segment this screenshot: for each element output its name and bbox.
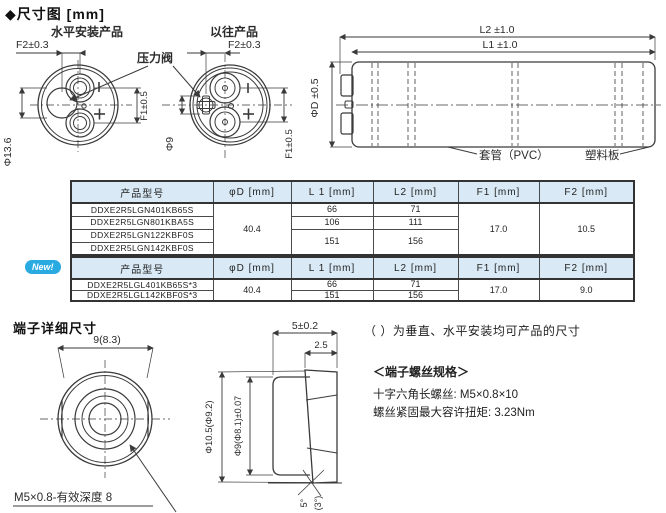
l1-cell: 151 xyxy=(290,228,374,256)
l2-cell: 156 xyxy=(372,228,459,256)
horizontal-product-label: 水平安装产品 xyxy=(51,24,123,39)
horizontal-product-view: F2±0.3 Φ13.6 F1±0.5 xyxy=(2,39,150,166)
dim-boss-dia: Φ9(Φ8.1)±0.07 xyxy=(233,396,243,456)
pressure-valve-2 xyxy=(196,95,216,115)
col-d: φD [mm] xyxy=(212,180,292,204)
l1-cell: 106 xyxy=(290,215,374,230)
top-drawing: 水平安装产品 以往产品 xyxy=(2,24,661,166)
dim-flange: 2.5 xyxy=(314,340,327,351)
f2-cell: 9.0 xyxy=(538,278,635,302)
new-badge: New! xyxy=(25,260,61,274)
col-f2: F2 [mm] xyxy=(538,180,635,204)
sleeve-label: 套管（PVC） xyxy=(479,148,549,162)
mounting-note: （ ）为垂直、水平安装均可产品的尺寸 xyxy=(364,324,581,338)
dim-l2: L2 ±1.0 xyxy=(480,24,515,36)
dim-angle: 5° xyxy=(299,498,309,507)
l1-cell: 151 xyxy=(290,289,374,302)
plus-mark xyxy=(94,108,105,120)
l2-cell: 156 xyxy=(372,289,459,302)
dim-valve-dia-1: Φ13.6 xyxy=(2,137,14,166)
dim-f1-1: F1±0.5 xyxy=(139,91,150,121)
terminal-detail-drawing: 9(8.3) M5×0.8-有效深度 8 5±0.2 xyxy=(13,320,342,513)
thread-spec-label: M5×0.8-有效深度 8 xyxy=(14,490,112,504)
screw-spec-line2: 螺丝紧固最大容许扭矩: 3.23Nm xyxy=(373,407,535,419)
table-row: DDXE2R5LGN401KB65S 40.4 66 71 17.0 10.5 xyxy=(70,202,635,256)
plus-mark xyxy=(243,108,254,120)
model-cell: DDXE2R5LGL401KB65S*3 xyxy=(70,278,214,291)
page-title: ◆尺寸图 [mm] xyxy=(5,6,105,22)
capacitor-side-view: ΦD ±0.5 L2 ±1.0 L1 ±1.0 xyxy=(309,24,661,162)
col-f2: F2 [mm] xyxy=(538,256,635,280)
col-f1: F1 [mm] xyxy=(457,180,540,204)
table-row: DDXE2R5LGN122KBF0S 151 156 xyxy=(70,228,634,256)
f2-cell: 10.5 xyxy=(538,202,635,256)
previous-product-label: 以往产品 xyxy=(210,24,258,39)
model-cell: DDXE2R5LGN122KBF0S xyxy=(70,228,214,243)
table-row: DDXE2R5LGL401KB65S*3 40.4 66 71 17.0 9.0 xyxy=(70,278,635,302)
col-l1: L 1 [mm] xyxy=(290,256,374,280)
d-cell: 40.4 xyxy=(212,278,292,302)
dim-body-dia: ΦD ±0.5 xyxy=(309,78,321,117)
product-tables: 产品型号 φD [mm] L 1 [mm] L2 [mm] F1 [mm] F2… xyxy=(70,180,635,302)
dim-angle-alt: (3°) xyxy=(313,496,323,511)
terminal-side-view: 5±0.2 2.5 Φ10.5(Φ9.2) Φ9(Φ8.1)±0.07 xyxy=(204,320,342,510)
col-l2: L2 [mm] xyxy=(372,180,459,204)
model-cell: DDXE2R5LGN142KBF0S xyxy=(70,241,214,256)
l2-cell: 71 xyxy=(372,202,459,217)
dim-depth: 5±0.2 xyxy=(292,320,318,332)
product-table-standard: 产品型号 φD [mm] L 1 [mm] L2 [mm] F1 [mm] F2… xyxy=(70,180,635,256)
dim-l1: L1 ±1.0 xyxy=(483,39,518,51)
dim-f2-2: F2±0.3 xyxy=(228,39,261,51)
product-table-new: 产品型号 φD [mm] L 1 [mm] L2 [mm] F1 [mm] F2… xyxy=(70,256,635,302)
screw-spec-title: ＜端子螺丝规格＞ xyxy=(373,365,470,379)
model-cell: DDXE2R5LGN801KBA5S xyxy=(70,215,214,230)
pressure-valve-label: 压力阀 xyxy=(137,50,173,65)
l2-cell: 71 xyxy=(372,278,459,291)
terminal-front-view: 9(8.3) M5×0.8-有效深度 8 xyxy=(13,334,177,513)
dim-f1-2: F1±0.5 xyxy=(284,129,295,159)
previous-product-view: F2±0.3 Φ9 F1±0.5 xyxy=(162,39,295,160)
col-l1: L 1 [mm] xyxy=(290,180,374,204)
table-row: DDXE2R5LGN142KBF0S xyxy=(70,241,634,256)
terminal-detail-heading: 端子详细尺寸 xyxy=(13,321,98,336)
l1-cell: 66 xyxy=(290,278,374,291)
dim-across-flats: 9(8.3) xyxy=(93,334,120,346)
col-model: 产品型号 xyxy=(70,180,214,204)
model-cell: DDXE2R5LGL142KBF0S*3 xyxy=(70,289,214,302)
col-l2: L2 [mm] xyxy=(372,256,459,280)
model-cell: DDXE2R5LGN401KB65S xyxy=(70,202,214,217)
col-model: 产品型号 xyxy=(70,256,214,280)
f1-cell: 17.0 xyxy=(457,278,540,302)
dim-flange-dia: Φ10.5(Φ9.2) xyxy=(204,400,215,453)
f1-cell: 17.0 xyxy=(457,202,540,256)
table-header-row: 产品型号 φD [mm] L 1 [mm] L2 [mm] F1 [mm] F2… xyxy=(70,180,635,204)
dim-f2-1: F2±0.3 xyxy=(16,39,49,51)
dim-valve-dia-2: Φ9 xyxy=(164,137,176,151)
d-cell: 40.4 xyxy=(212,202,292,256)
col-d: φD [mm] xyxy=(212,256,292,280)
col-f1: F1 [mm] xyxy=(457,256,540,280)
l1-cell: 66 xyxy=(290,202,374,217)
pressure-valve-1 xyxy=(46,87,78,119)
table-row: DDXE2R5LGL142KBF0S*3 151 156 xyxy=(70,289,634,302)
plastic-plate-label: 塑料板 xyxy=(585,148,620,162)
l2-cell: 111 xyxy=(372,215,459,230)
table-header-row: 产品型号 φD [mm] L 1 [mm] L2 [mm] F1 [mm] F2… xyxy=(70,256,635,280)
screw-spec-line1: 十字六角长螺丝: M5×0.8×10 xyxy=(373,389,519,401)
